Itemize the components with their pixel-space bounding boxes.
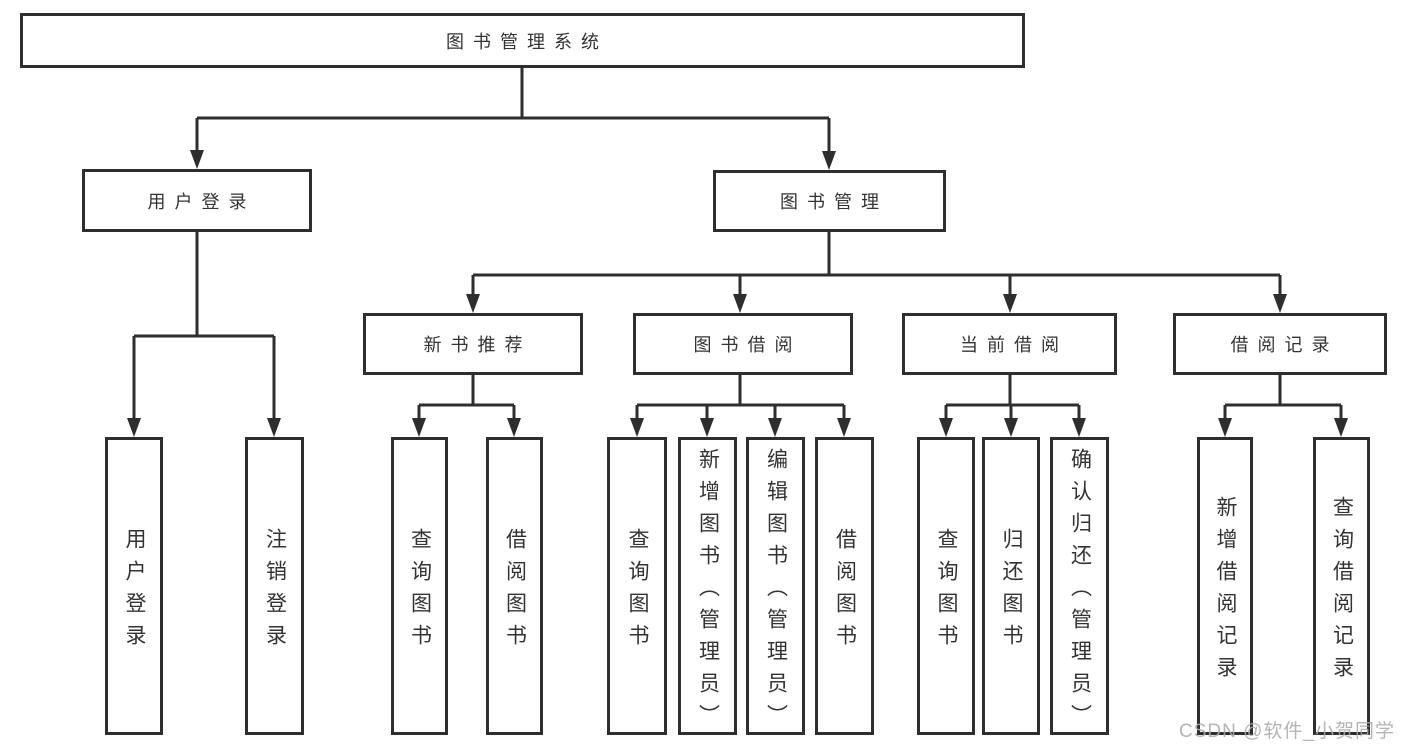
node-query-books-current: 查询图书 [917, 437, 975, 735]
node-add-books-admin: 新增图书（管理员） [678, 437, 737, 736]
node-label: 图书借阅 [693, 335, 802, 355]
node-add-borrow-record: 新增借阅记录 [1197, 437, 1253, 735]
node-label: 用户登录 [147, 191, 256, 212]
csdn-watermark: CSDN @软件_小贺同学 [1179, 721, 1395, 742]
node-label: 新增借阅记录 [1214, 495, 1237, 688]
node-label: 借阅图书 [833, 527, 857, 656]
node-label: 图书管理 [780, 192, 888, 212]
node-label: 借阅记录 [1230, 335, 1339, 355]
node-query-books-borrowing: 查询图书 [607, 437, 667, 735]
node-borrow-books-recommend: 借阅图书 [486, 437, 543, 735]
node-label: 用户登录 [123, 527, 146, 656]
node-current-borrowing: 当前借阅 [902, 313, 1117, 375]
node-label: 确认归还（管理员） [1068, 447, 1092, 736]
node-book-management: 图书管理 [713, 170, 946, 232]
node-edit-books-admin: 编辑图书（管理员） [746, 437, 805, 736]
node-label: 查询借阅记录 [1330, 495, 1354, 688]
node-query-books-recommend: 查询图书 [391, 437, 448, 735]
arrowheads [127, 150, 1348, 437]
node-label: 查询图书 [626, 527, 649, 656]
node-new-book-recommend: 新书推荐 [363, 313, 583, 375]
node-confirm-return-admin: 确认归还（管理员） [1050, 437, 1109, 736]
node-label: 新增图书（管理员） [696, 447, 720, 736]
node-logout: 注销登录 [245, 437, 304, 735]
node-query-borrow-record: 查询借阅记录 [1313, 437, 1370, 735]
node-user-login: 用户登录 [82, 169, 312, 232]
node-library-management-system: 图书管理系统 [20, 13, 1025, 68]
node-label: 编辑图书（管理员） [764, 447, 788, 736]
node-return-books: 归还图书 [982, 437, 1040, 735]
node-label: 注销登录 [263, 527, 287, 656]
node-label: 新书推荐 [423, 335, 532, 355]
node-label: 借阅图书 [503, 527, 527, 656]
node-label: 当前借阅 [960, 335, 1068, 355]
node-borrow-books-borrowing: 借阅图书 [815, 437, 874, 735]
node-borrowing-records: 借阅记录 [1173, 313, 1387, 375]
node-book-borrowing: 图书借阅 [633, 313, 853, 375]
node-label: 归还图书 [1000, 527, 1023, 656]
node-label: 查询图书 [408, 527, 432, 656]
node-user-login-leaf: 用户登录 [105, 437, 163, 735]
node-label: 图书管理系统 [446, 31, 608, 52]
node-label: 查询图书 [935, 527, 958, 656]
